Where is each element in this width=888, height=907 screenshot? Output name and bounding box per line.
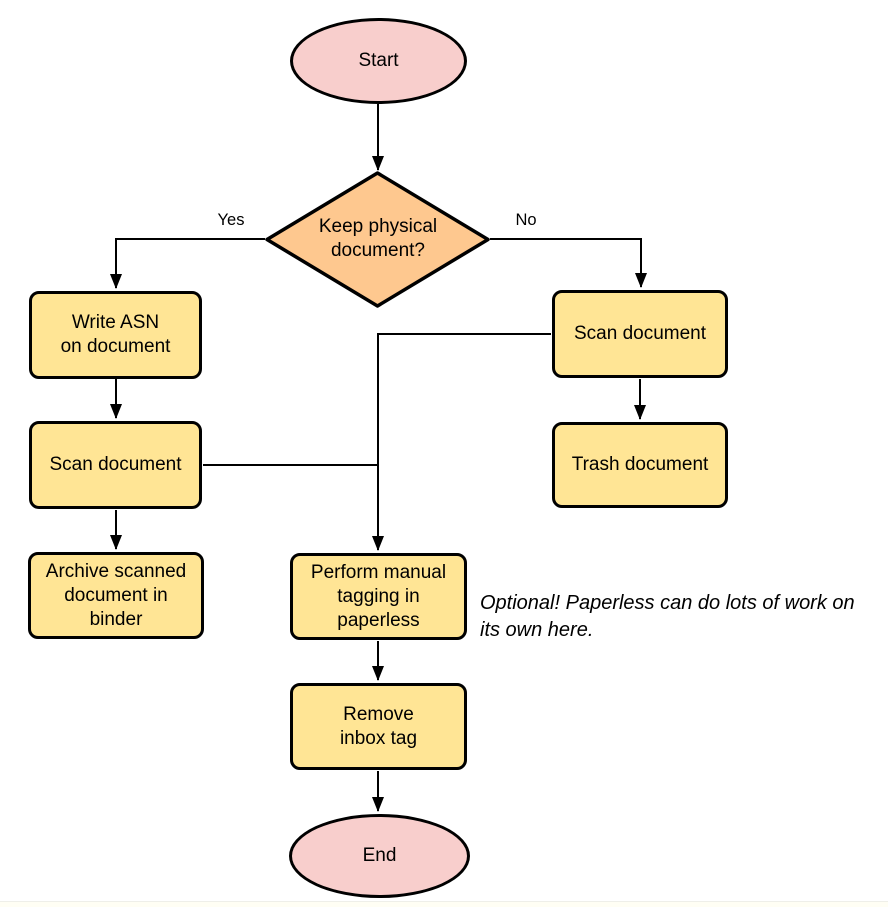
- node-end-label: End: [362, 845, 397, 866]
- edge-label-no: No: [499, 211, 553, 230]
- node-manual-tagging: Perform manual tagging in paperless: [290, 553, 467, 640]
- node-write-asn-label: Write ASN on document: [60, 312, 171, 357]
- annotation-optional-note: Optional! Paperless can do lots of work …: [480, 592, 855, 641]
- node-remove-inbox-tag: Remove inbox tag: [290, 683, 467, 770]
- edge-decision-no-to-scan: [490, 238, 647, 288]
- edge-scan-right-to-tagging: [372, 333, 551, 551]
- node-archive-binder: Archive scanned document in binder: [28, 552, 204, 639]
- decision-diamond-shape: [265, 171, 490, 308]
- bottom-edge-strip: [0, 901, 888, 907]
- node-scan-document-right-label: Scan document: [573, 323, 707, 344]
- edge-decision-yes-to-write: [110, 238, 265, 289]
- node-trash-document-label: Trash document: [571, 454, 709, 475]
- node-write-asn: Write ASN on document: [29, 291, 202, 379]
- node-trash-document: Trash document: [552, 422, 728, 508]
- node-start: Start: [290, 18, 467, 104]
- node-remove-inbox-tag-label: Remove inbox tag: [339, 703, 418, 749]
- node-end: End: [289, 814, 470, 898]
- edge-label-yes: Yes: [202, 211, 260, 230]
- node-scan-document-left: Scan document: [29, 421, 202, 509]
- node-scan-document-right: Scan document: [552, 290, 728, 378]
- node-archive-binder-label: Archive scanned document in binder: [45, 560, 187, 630]
- node-decision-label: Keep physical document?: [318, 216, 438, 261]
- node-start-label: Start: [358, 50, 399, 71]
- node-scan-document-left-label: Scan document: [49, 454, 182, 475]
- node-manual-tagging-label: Perform manual tagging in paperless: [310, 561, 447, 631]
